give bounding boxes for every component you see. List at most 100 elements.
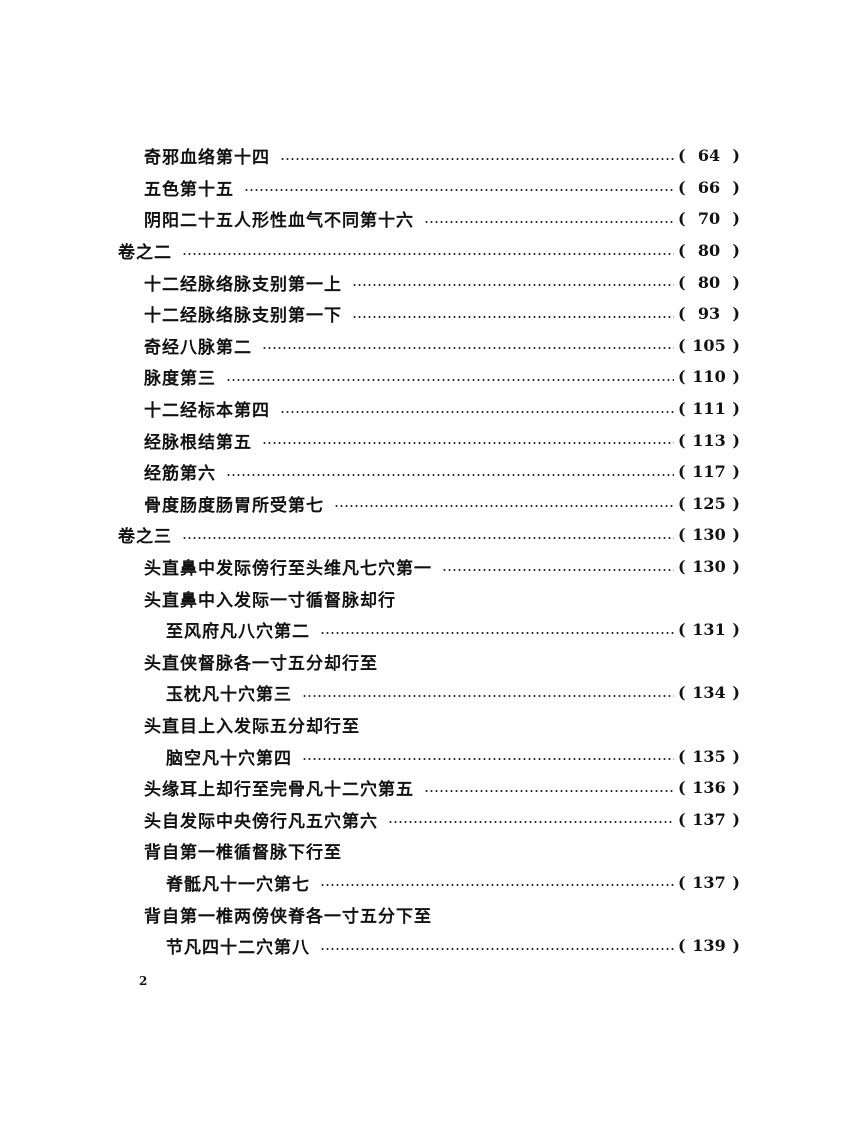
toc-page-ref: (66) <box>678 178 740 197</box>
open-paren: ( <box>678 525 686 545</box>
toc-entry: 脉度第三(110) <box>118 361 740 393</box>
dot-leader <box>302 694 674 697</box>
toc-page-number: 136 <box>692 778 726 798</box>
toc-page-ref: (134) <box>678 683 740 702</box>
dot-leader <box>442 568 674 571</box>
dot-leader <box>182 536 674 539</box>
dot-leader <box>182 252 674 255</box>
close-paren: ) <box>732 146 740 166</box>
toc-entry: 奇经八脉第二(105) <box>118 330 740 362</box>
dot-leader <box>226 473 674 476</box>
toc-page-ref: (80) <box>678 273 740 292</box>
toc-entry: 至风府凡八穴第二 (131) <box>118 614 740 646</box>
toc-entry: 头直目上入发际五分却行至 <box>118 709 740 741</box>
dot-leader <box>302 758 674 761</box>
toc-page-ref: (131) <box>678 620 740 639</box>
open-paren: ( <box>678 778 686 798</box>
toc-page-number: 105 <box>692 335 726 355</box>
dot-leader <box>424 789 674 792</box>
toc-entry: 玉枕凡十穴第三 (134) <box>118 677 740 709</box>
toc-entry-title: 经筋第六 <box>144 464 216 485</box>
open-paren: ( <box>678 620 686 640</box>
close-paren: ) <box>732 778 740 798</box>
toc-page-number: 113 <box>692 430 726 450</box>
open-paren: ( <box>678 177 686 197</box>
toc-entry: 五色第十五 (66) <box>118 172 740 204</box>
open-paren: ( <box>678 493 686 513</box>
toc-entry-title: 头直鼻中入发际一寸循督脉却行 <box>144 590 396 611</box>
toc-entry: 背自第一椎循督脉下行至 <box>118 835 740 867</box>
close-paren: ) <box>732 177 740 197</box>
toc-page-number: 135 <box>692 746 726 766</box>
toc-entry-title: 十二经脉络脉支别第一下 <box>144 306 342 327</box>
open-paren: ( <box>678 335 686 355</box>
toc-entry-title: 头缘耳上却行至完骨凡十二穴第五 <box>144 780 414 801</box>
toc-entry-title: 骨度肠度肠胃所受第七 <box>144 495 324 516</box>
toc-page-number: 130 <box>692 557 726 577</box>
table-of-contents: 奇邪血络第十四(64)五色第十五(66)阴阳二十五人形性血气不同第十六(70)卷… <box>118 140 740 961</box>
dot-leader <box>262 442 674 445</box>
toc-page-ref: (136) <box>678 778 740 797</box>
open-paren: ( <box>678 272 686 292</box>
close-paren: ) <box>732 272 740 292</box>
toc-entry-title: 十二经脉络脉支别第一上 <box>144 274 342 295</box>
toc-page-number: 80 <box>697 272 721 292</box>
toc-page-ref: (130) <box>678 525 740 544</box>
toc-page-ref: (110) <box>678 367 740 386</box>
toc-page-ref: (137) <box>678 810 740 829</box>
toc-page-number: 131 <box>692 620 726 640</box>
close-paren: ) <box>732 209 740 229</box>
open-paren: ( <box>678 746 686 766</box>
toc-entry-title: 卷之三 <box>118 527 172 548</box>
close-paren: ) <box>732 872 740 892</box>
toc-page-number: 139 <box>692 936 726 956</box>
page-number: 2 <box>139 974 148 988</box>
close-paren: ) <box>732 809 740 829</box>
toc-entry-title: 玉枕凡十穴第三 <box>166 685 292 706</box>
close-paren: ) <box>732 399 740 419</box>
close-paren: ) <box>732 304 740 324</box>
toc-entry: 奇邪血络第十四(64) <box>118 140 740 172</box>
toc-page-number: 125 <box>692 493 726 513</box>
toc-page-number: 80 <box>697 241 721 261</box>
toc-entry: 背自第一椎两傍侠脊各一寸五分下至 <box>118 898 740 930</box>
toc-page-ref: (64) <box>678 146 740 165</box>
toc-entry: 头自发际中央傍行凡五穴第六 (137) <box>118 803 740 835</box>
toc-page-ref: (113) <box>678 431 740 450</box>
open-paren: ( <box>678 209 686 229</box>
toc-entry-title: 十二经标本第四 <box>144 401 270 422</box>
toc-entry: 脊骶凡十一穴第七(137) <box>118 867 740 899</box>
toc-page-ref: (80) <box>678 241 740 260</box>
dot-leader <box>262 347 674 350</box>
toc-entry: 骨度肠度肠胃所受第七 (125) <box>118 488 740 520</box>
dot-leader <box>388 821 674 824</box>
toc-entry-title: 脊骶凡十一穴第七 <box>166 874 310 895</box>
toc-volume-heading: 卷之二(80) <box>118 235 740 267</box>
close-paren: ) <box>732 430 740 450</box>
toc-page-ref: (125) <box>678 494 740 513</box>
open-paren: ( <box>678 146 686 166</box>
toc-entry-title: 五色第十五 <box>144 179 234 200</box>
toc-page-number: 137 <box>692 809 726 829</box>
toc-entry-title: 头直侠督脉各一寸五分却行至 <box>144 653 378 674</box>
close-paren: ) <box>732 241 740 261</box>
toc-entry: 十二经脉络脉支别第一上 (80) <box>118 266 740 298</box>
toc-entry: 头直鼻中发际傍行至头维凡七穴第一(130) <box>118 551 740 583</box>
open-paren: ( <box>678 304 686 324</box>
toc-entry: 节凡四十二穴第八(139) <box>118 930 740 962</box>
dot-leader <box>226 378 674 381</box>
open-paren: ( <box>678 462 686 482</box>
dot-leader <box>280 410 674 413</box>
toc-entry-title: 至风府凡八穴第二 <box>166 622 310 643</box>
open-paren: ( <box>678 557 686 577</box>
toc-page-number: 66 <box>697 177 721 197</box>
dot-leader <box>424 220 674 223</box>
open-paren: ( <box>678 399 686 419</box>
toc-page-number: 130 <box>692 525 726 545</box>
dot-leader <box>280 157 674 160</box>
dot-leader <box>320 631 674 634</box>
toc-entry-title: 头自发际中央傍行凡五穴第六 <box>144 811 378 832</box>
toc-entry: 经筋第六(117) <box>118 456 740 488</box>
toc-entry-title: 经脉根结第五 <box>144 432 252 453</box>
close-paren: ) <box>732 620 740 640</box>
